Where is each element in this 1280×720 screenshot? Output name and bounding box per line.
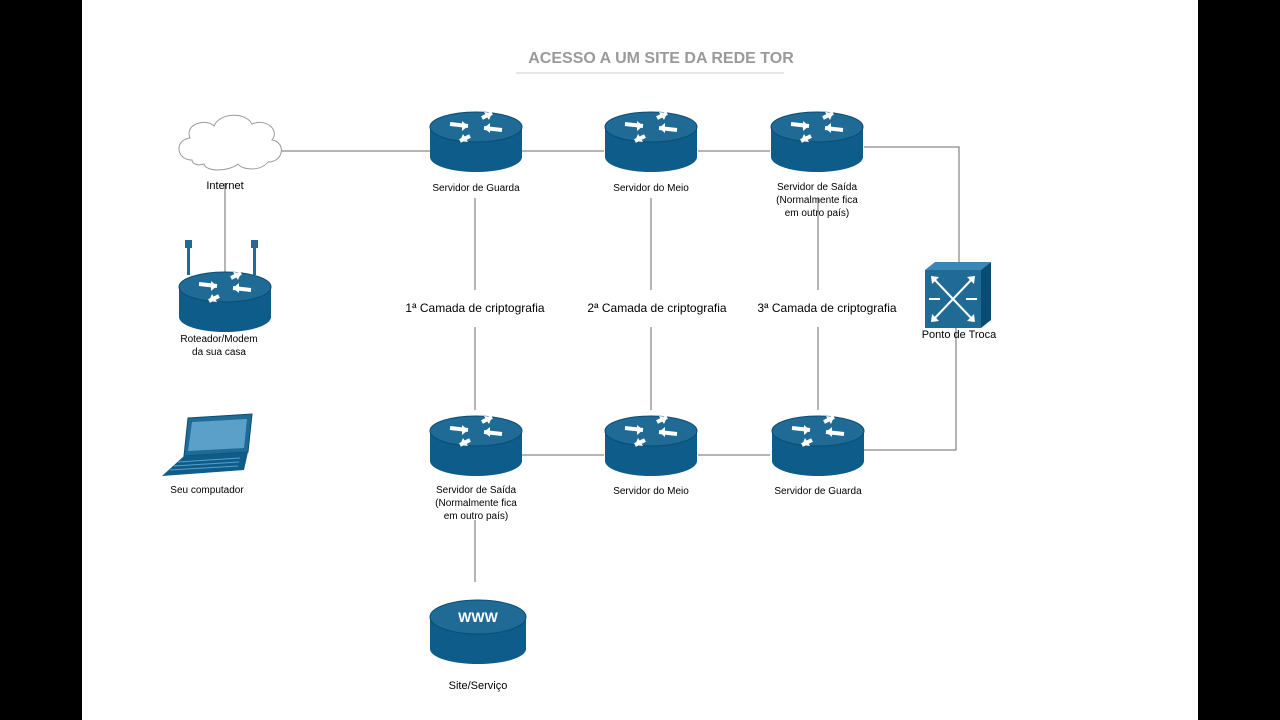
network-diagram: ACESSO A UM SITE DA REDE TOR Internet — [162, 50, 997, 692]
computer-node: Seu computador — [162, 413, 253, 496]
wifi-router-icon — [177, 240, 273, 334]
site-node: WWW Site/Serviço — [429, 599, 527, 692]
exit-top-label-2: (Normalmente fica — [776, 195, 858, 206]
home-router-label-2: da sua casa — [192, 347, 246, 358]
layer-3-label: 3ª Camada de criptografia — [757, 301, 897, 315]
exchange-point-node: Ponto de Troca — [922, 262, 997, 341]
diagram-canvas: ACESSO A UM SITE DA REDE TOR Internet — [82, 0, 1198, 720]
cloud-icon — [178, 114, 282, 171]
guard-bottom-label: Servidor de Guarda — [774, 486, 862, 497]
guard-server-bottom: Servidor de Guarda — [770, 414, 866, 497]
site-label: Site/Serviço — [449, 680, 508, 692]
computer-label: Seu computador — [170, 485, 244, 496]
router-icon — [769, 110, 865, 174]
exchange-label: Ponto de Troca — [922, 329, 997, 341]
router-icon — [603, 414, 699, 478]
home-router-label-1: Roteador/Modem — [180, 334, 257, 345]
exit-server-bottom: Servidor de Saída (Normalmente fica em o… — [428, 414, 524, 522]
diagram-title: ACESSO A UM SITE DA REDE TOR — [528, 50, 794, 67]
router-icon — [428, 110, 524, 174]
exit-top-label-3: em outro país) — [785, 208, 849, 219]
middle-bottom-label: Servidor do Meio — [613, 486, 689, 497]
middle-top-label: Servidor do Meio — [613, 183, 689, 194]
router-icon — [603, 110, 699, 174]
exit-bottom-label-3: em outro país) — [444, 511, 508, 522]
exit-top-label-1: Servidor de Saída — [777, 182, 857, 193]
layer-1-label: 1ª Camada de criptografia — [405, 301, 545, 315]
exit-bottom-label-2: (Normalmente fica — [435, 498, 517, 509]
laptop-icon — [162, 413, 253, 476]
router-icon — [770, 414, 866, 478]
middle-server-top: Servidor do Meio — [603, 110, 699, 194]
router-icon — [428, 414, 524, 478]
guard-top-label: Servidor de Guarda — [432, 183, 520, 194]
switch-icon — [925, 262, 991, 328]
www-badge: WWW — [458, 609, 498, 625]
internet-label: Internet — [206, 180, 243, 192]
layer-2-label: 2ª Camada de criptografia — [587, 301, 727, 315]
internet-node: Internet — [178, 114, 282, 192]
exit-bottom-label-1: Servidor de Saída — [436, 485, 516, 496]
www-server-icon: WWW — [429, 599, 527, 664]
exit-server-top: Servidor de Saída (Normalmente fica em o… — [769, 110, 865, 219]
guard-server-top: Servidor de Guarda — [428, 110, 524, 194]
middle-server-bottom: Servidor do Meio — [603, 414, 699, 497]
connections — [224, 146, 960, 582]
home-router-node: Roteador/Modem da sua casa — [177, 240, 273, 358]
